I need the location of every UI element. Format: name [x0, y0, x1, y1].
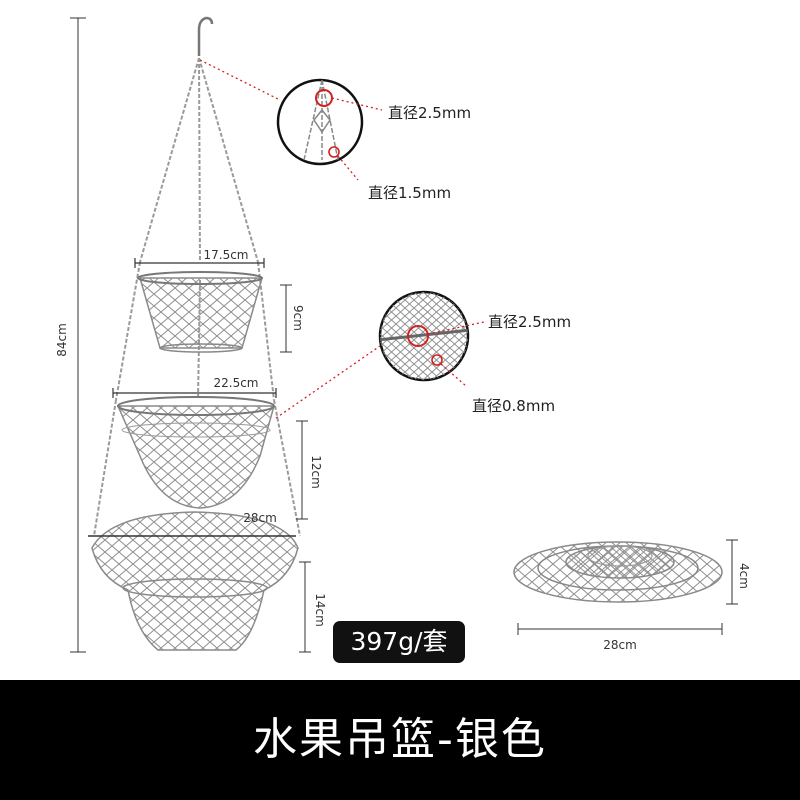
top-basket-width-label: 17.5cm	[203, 248, 248, 262]
hook-chain-marker	[328, 146, 340, 158]
mesh-wire-marker	[431, 354, 443, 366]
middle-basket-width-label: 22.5cm	[213, 376, 258, 390]
rim-wire-diameter-label: 直径2.5mm	[488, 313, 571, 331]
bottom-basket-width-label: 28cm	[243, 511, 277, 525]
title-bar: 水果吊篮-银色	[0, 680, 800, 800]
rim-wire-marker	[407, 325, 429, 347]
weight-badge: 397g/套	[333, 621, 465, 663]
folded-height-label: 4cm	[737, 563, 751, 589]
folded-height-dimension: 4cm	[726, 539, 751, 605]
top-basket: 17.5cm	[134, 248, 265, 353]
bottom-basket-height-label: 14cm	[313, 593, 327, 627]
rim-detail-callout: 直径2.5mm 直径0.8mm	[275, 290, 571, 419]
top-basket-height-dimension: 9cm	[280, 284, 305, 353]
middle-basket-height-dimension: 12cm	[296, 420, 323, 520]
hook-top-diameter-label: 直径2.5mm	[388, 104, 471, 122]
folded-width-dimension: 28cm	[517, 623, 723, 652]
bottom-basket: 28cm	[88, 511, 299, 651]
folded-baskets	[513, 541, 723, 603]
hanging-hook	[197, 16, 214, 56]
bottom-basket-height-dimension: 14cm	[299, 561, 327, 653]
hook-detail-callout: 直径2.5mm 直径1.5mm	[199, 59, 471, 202]
middle-basket-height-label: 12cm	[309, 455, 323, 489]
total-height-dimension: 84cm	[55, 17, 86, 653]
middle-basket: 22.5cm	[112, 376, 277, 509]
top-basket-height-label: 9cm	[291, 305, 305, 331]
hook-chain-diameter-label: 直径1.5mm	[368, 184, 451, 202]
mesh-wire-diameter-label: 直径0.8mm	[472, 397, 555, 415]
product-title: 水果吊篮-银色	[253, 714, 547, 765]
total-height-label: 84cm	[55, 323, 69, 357]
folded-width-label: 28cm	[603, 638, 637, 652]
